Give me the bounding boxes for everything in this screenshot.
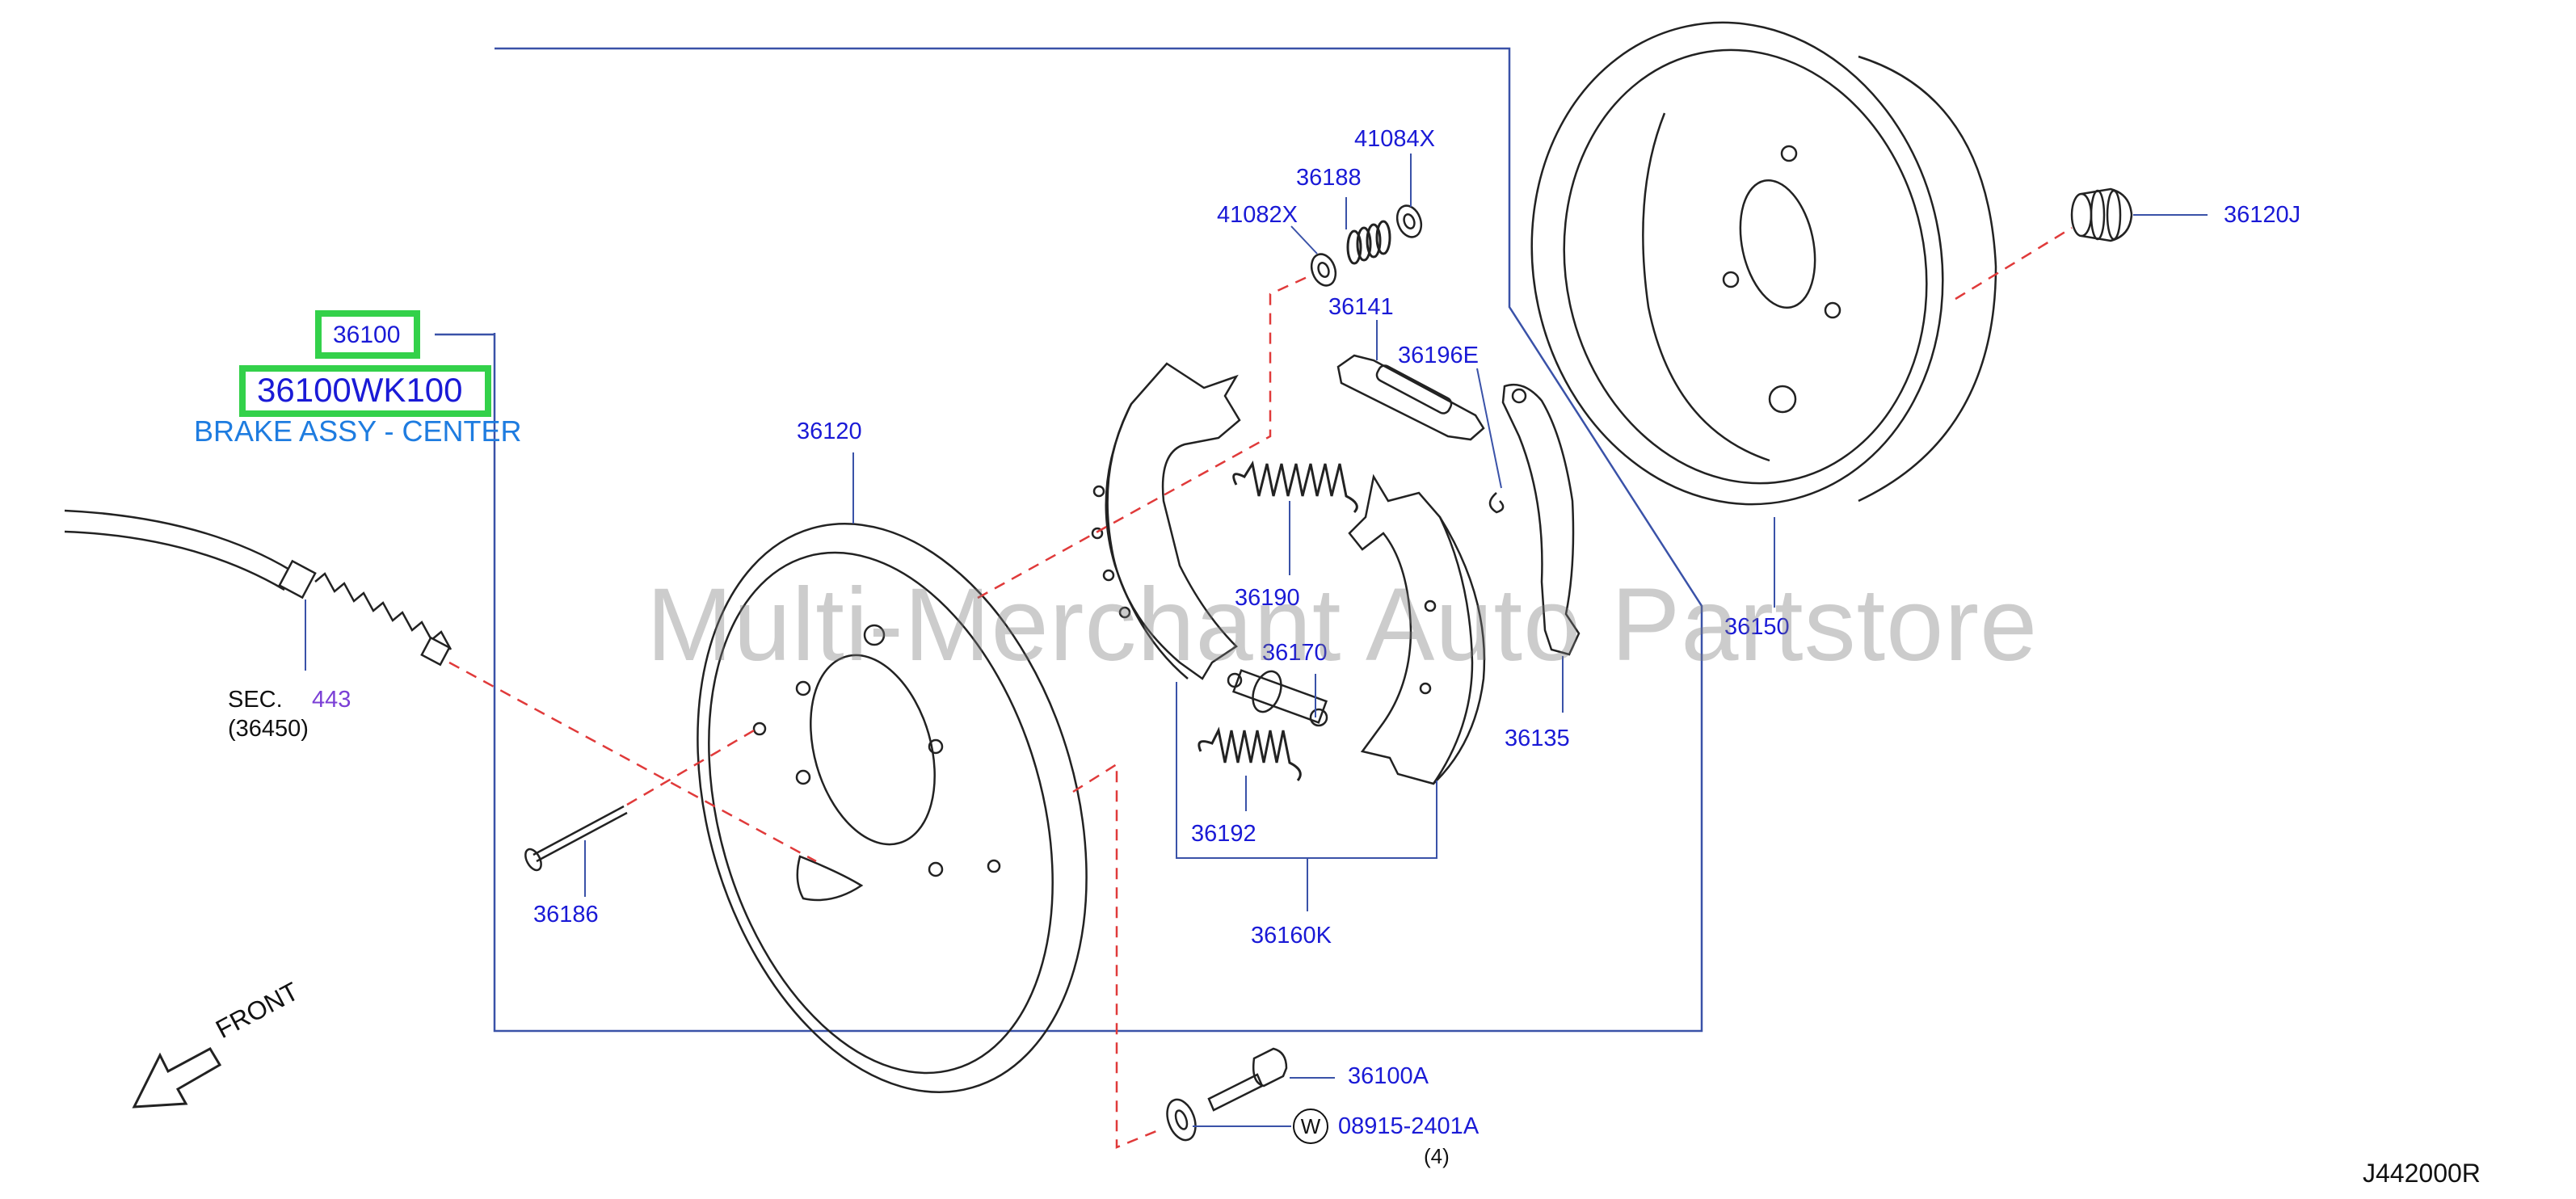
lock-washer [1166,1098,1197,1142]
backing-plate [697,523,1088,1093]
callout-36100A[interactable]: 36100A [1348,1063,1429,1089]
front-arrow-icon [132,1047,222,1109]
washer-symbol-icon: W [1293,1109,1328,1144]
callout-08915-2401A[interactable]: 08915-2401A [1338,1113,1480,1139]
assembly-frame [493,47,1703,1033]
washer-41084X [1395,204,1423,238]
clip [1488,492,1505,514]
spring-36188 [1346,220,1391,265]
brake-drum [1530,21,1997,506]
callout-36170[interactable]: 36170 [1262,640,1328,666]
diagram-code: J442000R [2363,1159,2481,1188]
brake-shoe-left [1091,362,1241,680]
part-group-label[interactable]: 36100 [333,322,401,348]
mounting-bolt [1207,1047,1288,1112]
washer-41082X [1310,253,1337,287]
callout-36196E[interactable]: 36196E [1398,343,1479,368]
part-number-label[interactable]: 36100WK100 [257,371,463,409]
brake-shoe-right [1348,473,1486,785]
adjuster-assembly [1227,669,1328,727]
watermark: Multi-Merchant Auto Partstore [646,567,2039,683]
callout-36190[interactable]: 36190 [1235,585,1300,611]
lower-return-spring [1198,726,1302,781]
part-description: BRAKE ASSY - CENTER [194,414,522,448]
section-prefix: SEC. [228,687,283,713]
hold-down-pin [524,805,628,872]
highlight-part-number-box [239,365,491,417]
rubber-plug [2070,187,2133,242]
highlight-part-group-box [315,310,420,359]
upper-return-spring [1232,461,1358,514]
callout-36120J[interactable]: 36120J [2224,202,2301,228]
callout-36192[interactable]: 36192 [1191,821,1256,847]
assembly-dash-lines [448,226,2073,1149]
callout-36141[interactable]: 36141 [1328,294,1394,320]
callout-36188[interactable]: 36188 [1296,165,1362,191]
quantity-label: (4) [1424,1144,1450,1168]
callout-36160K[interactable]: 36160K [1251,923,1332,949]
callout-36186[interactable]: 36186 [533,902,599,928]
leader-41082X [1290,225,1318,255]
section-number-link[interactable]: 443 [312,687,351,713]
strut [1336,354,1485,441]
callout-41084X[interactable]: 41084X [1354,126,1435,152]
parking-lever [1501,383,1581,656]
callout-36120[interactable]: 36120 [797,419,862,444]
parking-cable [64,509,452,667]
callout-41082X[interactable]: 41082X [1217,202,1298,228]
leader-36196E [1476,368,1502,489]
callout-36135[interactable]: 36135 [1505,726,1570,751]
section-sub: (36450) [228,716,309,742]
callout-36150[interactable]: 36150 [1724,614,1790,640]
